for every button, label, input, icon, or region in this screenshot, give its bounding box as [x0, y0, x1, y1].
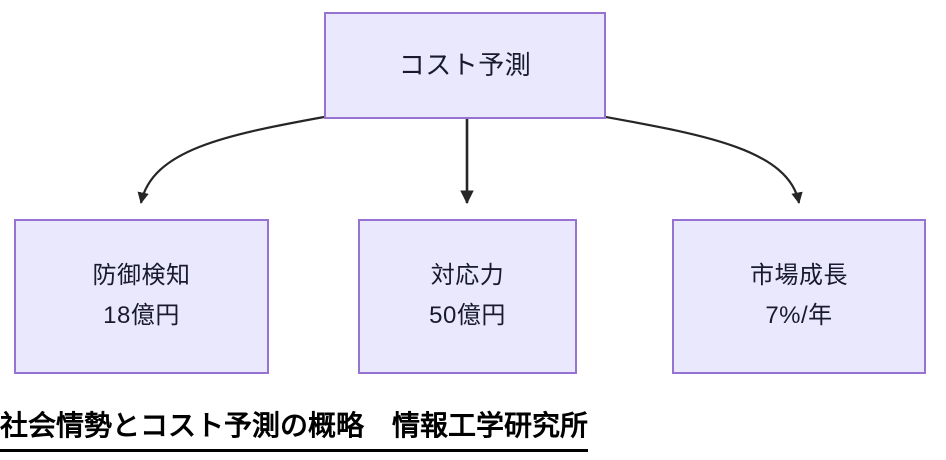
node-market-growth-title: 市場成長 [750, 262, 848, 290]
node-defense-detection[interactable]: 防御検知 18億円 [14, 219, 269, 374]
diagram-caption: 社会情勢とコスト予測の概略 情報工学研究所 [0, 404, 589, 452]
node-response-capability-value: 50億円 [429, 302, 506, 329]
node-cost-forecast-title: コスト予測 [398, 49, 532, 80]
node-response-capability[interactable]: 対応力 50億円 [358, 219, 577, 374]
node-market-growth-value: 7%/年 [765, 302, 833, 329]
node-market-growth[interactable]: 市場成長 7%/年 [672, 219, 926, 374]
node-response-capability-title: 対応力 [430, 262, 505, 290]
connector-arrow-market-growth [605, 115, 803, 204]
node-defense-detection-value: 18億円 [103, 302, 180, 329]
connector-arrow-defense-detection [137, 115, 325, 204]
node-cost-forecast[interactable]: コスト予測 [324, 12, 606, 119]
node-defense-detection-title: 防御検知 [92, 262, 191, 290]
